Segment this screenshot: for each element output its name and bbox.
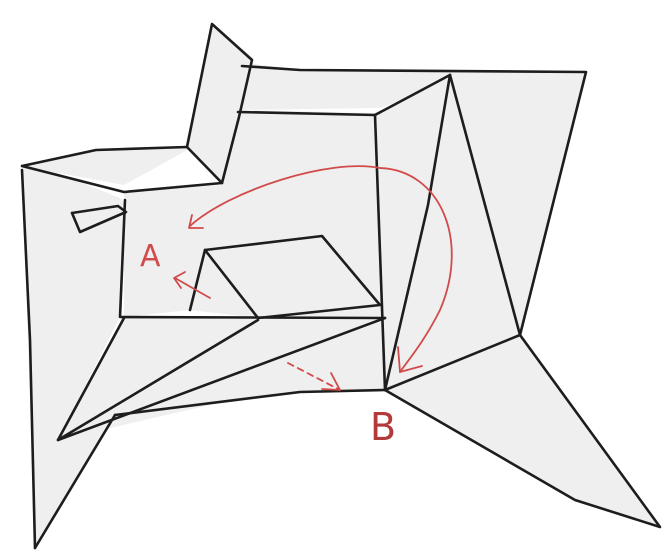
center-pillar: [375, 75, 520, 390]
arrow-head-a-top: [188, 214, 204, 229]
floor-diagonal: [56, 318, 260, 442]
back-wall: [124, 110, 385, 330]
front-left-leg: [33, 413, 117, 550]
surfaces: [22, 24, 660, 548]
left-top-edge: [20, 145, 224, 194]
floor-front-edge: [113, 388, 387, 417]
arrow-short-a: [174, 277, 211, 299]
left-wall-edge: [20, 168, 37, 550]
arrow-head-b: [397, 346, 423, 373]
cube-outline: [203, 234, 382, 320]
left-flap: [22, 147, 193, 185]
label-b: B: [370, 405, 396, 449]
upper-roof-edge: [240, 64, 588, 337]
arrow-head-a-short: [173, 271, 186, 289]
inner-window: [118, 198, 387, 320]
upper-flap-edge: [185, 22, 254, 185]
small-tab: [70, 204, 128, 234]
cube-bottom-edge: [188, 248, 207, 312]
back-vertical: [373, 113, 387, 392]
left-wall: [22, 166, 125, 548]
right-wedge: [383, 333, 662, 529]
label-a: A: [140, 239, 161, 274]
arrow-curve-to-a: [189, 165, 381, 227]
dashed-arrow-head: [321, 372, 341, 391]
arrow-curve-to-b: [379, 167, 453, 373]
floor-right: [385, 333, 660, 527]
upper-flap: [185, 24, 253, 185]
annotations: A B: [140, 165, 453, 449]
ink-lines: [20, 22, 662, 550]
dashed-arrow: [287, 362, 341, 391]
pillar-left-edge: [383, 73, 452, 392]
